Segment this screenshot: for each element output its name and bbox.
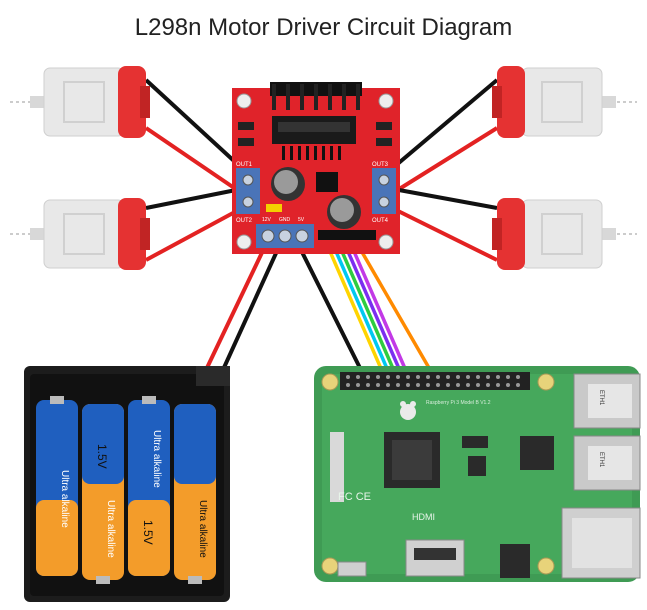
wire-red-motor-bl xyxy=(145,204,247,262)
usb-port-bottom: ETH1 xyxy=(573,435,641,491)
input-header xyxy=(318,230,376,240)
label-out4: OUT4 xyxy=(372,218,389,224)
battery-cell-2: 1.5V Ultra alkaline xyxy=(82,404,124,584)
raspberry-logo xyxy=(400,401,416,420)
cell-2-brand: Ultra alkaline xyxy=(105,500,116,558)
jumper xyxy=(266,204,282,212)
l298n-driver-board: OUT1 OUT2 OUT3 OUT4 12V GND 5V xyxy=(232,82,400,254)
label-out1: OUT1 xyxy=(236,162,253,168)
battery-cell-3: 1.5V Ultra alkaline xyxy=(128,396,170,576)
fcc-mark: FC CE xyxy=(338,491,371,503)
wire-red-battery xyxy=(203,239,270,373)
battery-pack: Ultra alkaline 1.5V Ultra alkaline 1.5V … xyxy=(24,366,230,602)
wire-red-motor-br xyxy=(387,204,498,262)
cell-1-brand: Ultra alkaline xyxy=(59,470,70,528)
micro-usb-port xyxy=(337,561,367,577)
diagram-title: L298n Motor Driver Circuit Diagram xyxy=(134,14,513,41)
cell-3-voltage: 1.5V xyxy=(141,520,155,545)
usb-controller-chip xyxy=(520,436,554,470)
heatsink xyxy=(270,82,362,110)
motor-wires xyxy=(144,78,499,262)
battery-cell-4: Ultra alkaline xyxy=(174,404,216,584)
cell-4-brand: Ultra alkaline xyxy=(197,500,208,558)
hdmi-label: HDMI xyxy=(412,512,435,522)
cell-2-voltage: 1.5V xyxy=(95,444,109,469)
wire-black-motor-tr xyxy=(386,78,499,174)
pi-silkscreen: Raspberry Pi 3 Model B V1.2 xyxy=(426,400,491,406)
gpio-header xyxy=(340,372,530,390)
wire-black-pi-gnd xyxy=(294,239,364,373)
label-12v: 12V xyxy=(262,217,272,223)
wire-black-motor-br xyxy=(387,186,498,210)
wire-red-motor-tr xyxy=(386,126,499,198)
label-out2: OUT2 xyxy=(236,218,253,224)
label-gnd: GND xyxy=(279,217,291,223)
wire-red-motor-tl xyxy=(144,126,248,198)
usb-port-top: ETH1 xyxy=(573,373,641,429)
battery-cell-1: Ultra alkaline xyxy=(36,396,78,576)
audio-jack xyxy=(500,544,530,578)
power-wires xyxy=(203,239,364,373)
usb-bottom-label: ETH1 xyxy=(598,452,604,468)
signal-wires xyxy=(323,239,438,381)
wire-black-motor-tl xyxy=(144,78,248,174)
cell-3-brand: Ultra alkaline xyxy=(151,430,162,488)
usb-top-label: ETH1 xyxy=(598,390,604,406)
label-out3: OUT3 xyxy=(372,162,389,168)
motor-bottom-right xyxy=(492,198,637,270)
wire-black-motor-bl xyxy=(145,186,247,210)
wire-black-battery xyxy=(220,239,284,373)
motor-top-left xyxy=(10,66,150,138)
motor-bottom-left xyxy=(10,198,150,270)
label-5v: 5V xyxy=(298,217,305,223)
raspberry-pi-board: Raspberry Pi 3 Model B V1.2 FC CE HDMI E… xyxy=(314,366,641,582)
motor-top-right xyxy=(492,66,637,138)
